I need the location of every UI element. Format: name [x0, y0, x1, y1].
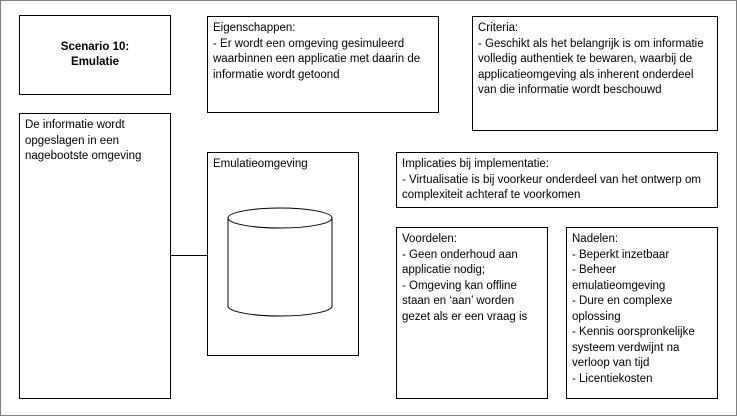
- nadelen-box: Nadelen: - Beperkt inzetbaar - Beheer em…: [566, 227, 718, 399]
- connector-line: [171, 255, 207, 256]
- nadelen-item: - Beheer emulatieomgeving: [572, 264, 666, 292]
- implicaties-title: Implicaties bij implementatie:: [402, 158, 550, 170]
- eigenschappen-item: - Er wordt een omgeving gesimuleerd waar…: [213, 37, 421, 81]
- nadelen-item: - Licentiekosten: [572, 372, 653, 385]
- scenario-title-box: Scenario 10: Emulatie: [19, 15, 171, 95]
- voordelen-title: Voordelen:: [402, 233, 457, 245]
- voordelen-box: Voordelen: - Geen onderhoud aan applicat…: [396, 227, 548, 399]
- criteria-item: - Geschikt als het belangrijk is om info…: [478, 37, 704, 97]
- scenario-number: Scenario 10:: [60, 40, 130, 53]
- voordelen-item: - Omgeving kan offline staan en ‘aan’ wo…: [402, 279, 528, 323]
- nadelen-item: - Dure en complexe oplossing: [572, 295, 673, 323]
- scenario-name: Emulatie: [71, 56, 119, 68]
- eigenschappen-box: Eigenschappen: - Er wordt een omgeving g…: [207, 16, 439, 113]
- criteria-title: Criteria:: [478, 22, 519, 34]
- informatie-box: De informatie wordt opgeslagen in een na…: [19, 113, 171, 399]
- nadelen-item: - Beperkt inzetbaar: [572, 248, 670, 261]
- database-cylinder-icon: [227, 207, 333, 317]
- nadelen-title: Nadelen:: [572, 233, 619, 245]
- implicaties-box: Implicaties bij implementatie: - Virtual…: [396, 152, 718, 208]
- voordelen-item: - Geen onderhoud aan applicatie nodig;: [402, 248, 518, 277]
- eigenschappen-title: Eigenschappen:: [213, 22, 296, 34]
- criteria-box: Criteria: - Geschikt als het belangrijk …: [472, 16, 718, 131]
- implicaties-item: - Virtualisatie is bij voorkeur onderdee…: [402, 173, 701, 202]
- informatie-text: De informatie wordt opgeslagen in een na…: [25, 119, 142, 162]
- emulatieomgeving-title: Emulatieomgeving: [213, 158, 308, 170]
- nadelen-item: - Kennis oorspronkelijke systeem verdwij…: [572, 326, 695, 369]
